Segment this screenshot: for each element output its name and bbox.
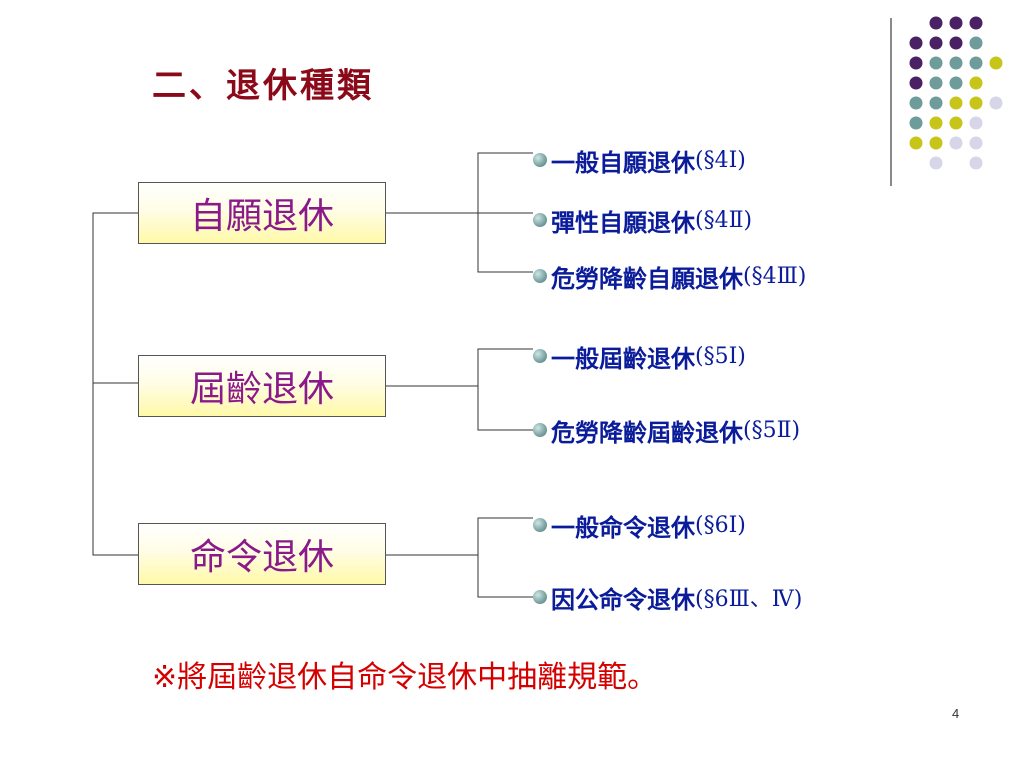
decorative-dot [949, 16, 963, 30]
decorative-dot [969, 56, 983, 70]
decorative-dot [909, 116, 923, 130]
decorative-dot [949, 116, 963, 130]
category-box-voluntary: 自願退休 [138, 182, 386, 244]
group3-bracket [477, 517, 533, 598]
slide-title: 二、退休種類 [152, 66, 374, 106]
item-text: 因公命令退休 [551, 584, 695, 614]
item-text: 危勞降齡自願退休 [551, 263, 743, 293]
decorative-dot [909, 136, 923, 150]
item-text: 危勞降齡屆齡退休 [551, 417, 743, 447]
decorative-dot [929, 16, 943, 30]
decorative-dot [969, 136, 983, 150]
decorative-dot [929, 36, 943, 50]
bullet-icon [533, 423, 547, 437]
item-ref: (§5Ⅰ) [695, 343, 746, 369]
list-item: 一般屆齡退休(§5Ⅰ) [533, 338, 746, 374]
decorative-dot [969, 96, 983, 110]
bullet-icon [533, 153, 547, 167]
item-ref: (§5Ⅱ) [743, 417, 801, 443]
decorative-dot [949, 36, 963, 50]
decorative-dot [909, 56, 923, 70]
item-text: 彈性自願退休 [551, 207, 695, 237]
list-item: 危勞降齡自願退休(§4Ⅲ) [533, 258, 806, 294]
decorative-dot [969, 156, 983, 170]
page-number: 4 [952, 706, 960, 721]
list-item: 因公命令退休(§6Ⅲ、Ⅳ) [533, 579, 802, 615]
item-text: 一般屆齡退休 [551, 343, 695, 373]
item-text: 一般自願退休 [551, 147, 695, 177]
list-item: 危勞降齡屆齡退休(§5Ⅱ) [533, 412, 800, 448]
list-item: 一般命令退休(§6Ⅰ) [533, 507, 746, 543]
group2-bracket [477, 348, 533, 431]
decorative-dot [969, 76, 983, 90]
decorative-dot [989, 96, 1003, 110]
decorative-dot [949, 96, 963, 110]
decorative-dot [949, 56, 963, 70]
category-box-mandatory: 命令退休 [138, 523, 386, 585]
decorative-dot [929, 116, 943, 130]
bullet-icon [533, 213, 547, 227]
decorative-dot [969, 36, 983, 50]
bullet-icon [533, 590, 547, 604]
item-ref: (§4Ⅱ) [695, 207, 753, 233]
decorative-dot [909, 76, 923, 90]
footnote: ※將屆齡退休自命令退休中抽離規範。 [152, 660, 658, 695]
decorative-dot-grid [909, 16, 1003, 170]
decorative-dot [909, 96, 923, 110]
category-box-age-limit: 屆齡退休 [138, 355, 386, 417]
decorative-dot [949, 136, 963, 150]
decorative-dot [949, 76, 963, 90]
decorative-dot [929, 76, 943, 90]
decorative-dot [929, 56, 943, 70]
trunk-line [92, 212, 138, 556]
item-ref: (§4Ⅰ) [695, 147, 746, 173]
item-ref: (§4Ⅲ) [743, 263, 807, 289]
bullet-icon [533, 269, 547, 283]
item-text: 一般命令退休 [551, 512, 695, 542]
decorative-dot [929, 96, 943, 110]
decorative-dot [929, 136, 943, 150]
bullet-icon [533, 518, 547, 532]
item-ref: (§6Ⅰ) [695, 512, 746, 538]
decorative-dot [909, 36, 923, 50]
list-item: 彈性自願退休(§4Ⅱ) [533, 202, 752, 238]
list-item: 一般自願退休(§4Ⅰ) [533, 142, 746, 178]
bullet-icon [533, 349, 547, 363]
decorative-dot [989, 56, 1003, 70]
decorative-dot [969, 116, 983, 130]
item-ref: (§6Ⅲ、Ⅳ) [695, 587, 803, 612]
vertical-divider [890, 18, 892, 186]
decorative-dot [929, 156, 943, 170]
decorative-dot [969, 16, 983, 30]
